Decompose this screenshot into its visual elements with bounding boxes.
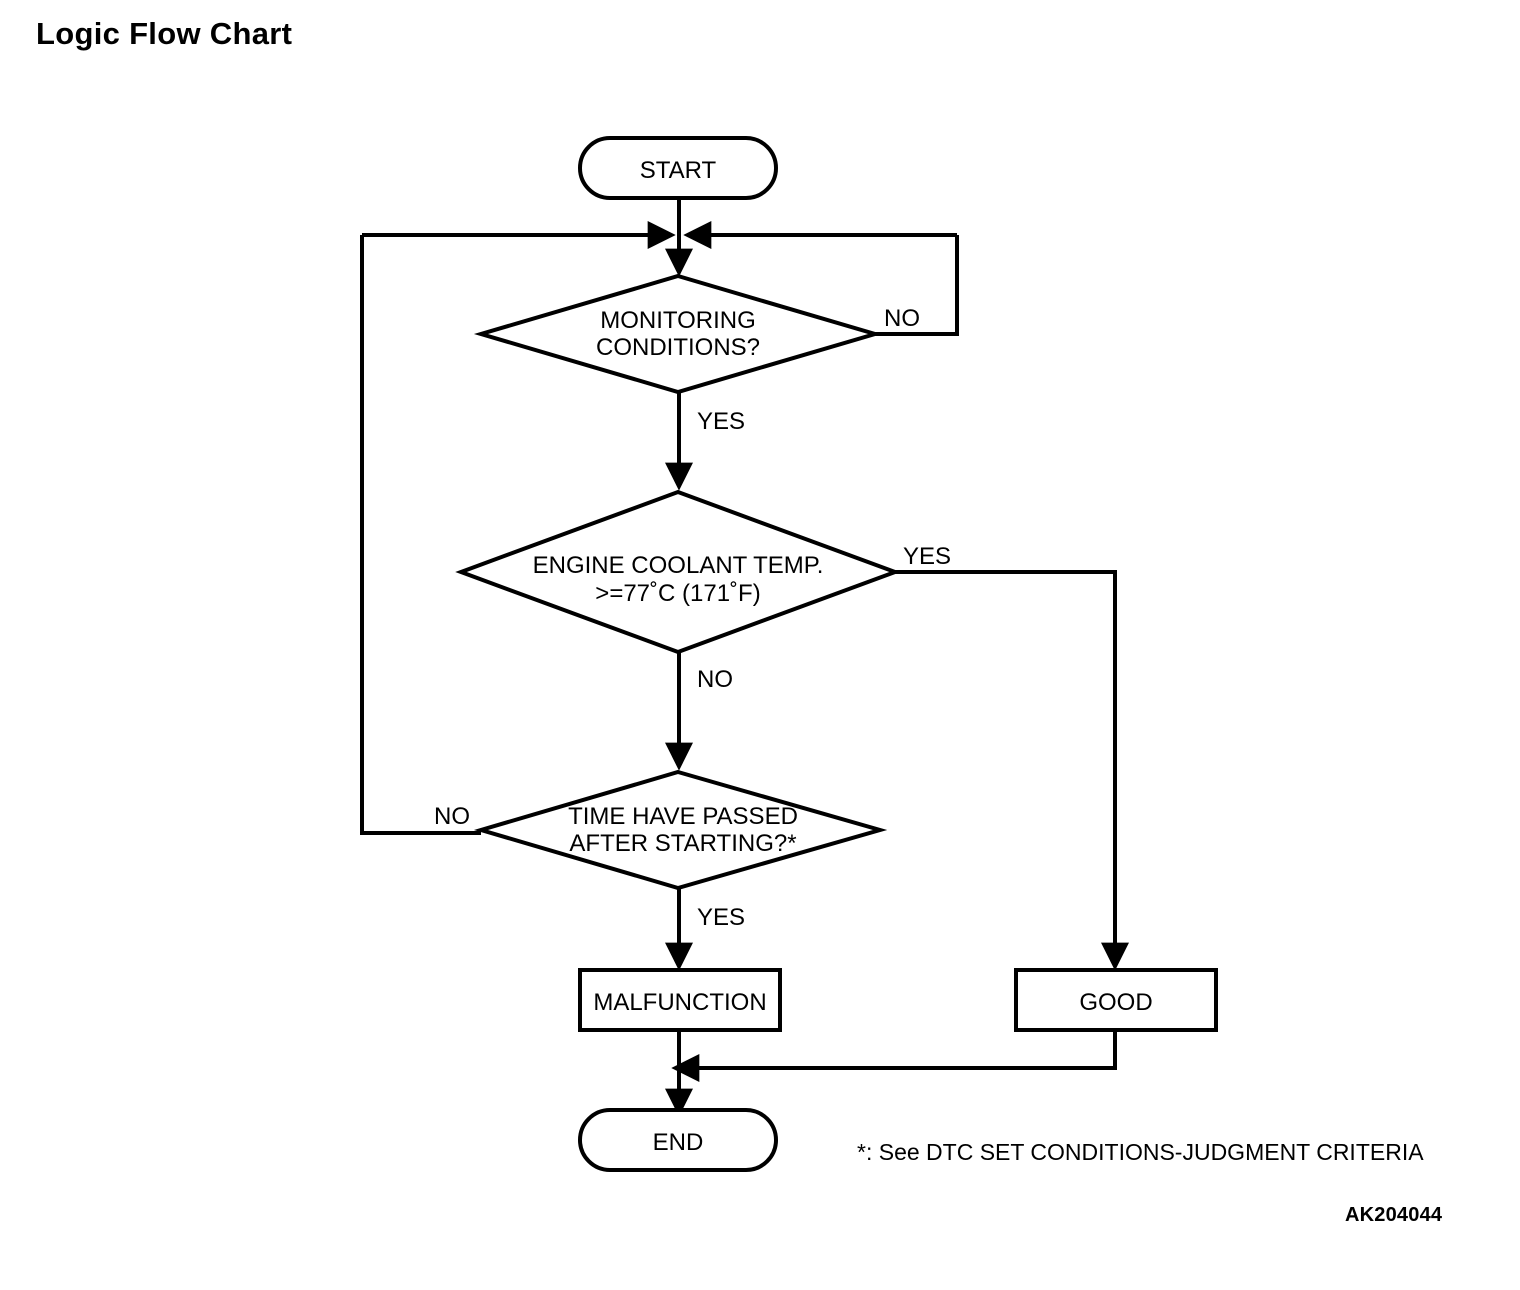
node-start: START [578, 136, 778, 200]
node-engine-coolant-temp: ENGINE COOLANT TEMP. >=77˚C (171˚F) [455, 489, 901, 655]
edge-label-time-yes: YES [697, 904, 745, 931]
edge-label-time-no: NO [434, 803, 470, 830]
end-label: END [653, 1129, 704, 1156]
time-label-line2: AFTER STARTING?* [569, 830, 796, 857]
malfunction-process-shape [578, 968, 782, 1032]
footnote-text: *: See DTC SET CONDITIONS-JUDGMENT CRITE… [857, 1139, 1424, 1165]
edge-label-monitoring-yes: YES [697, 408, 745, 435]
edge-label-monitoring-no: NO [884, 305, 920, 332]
edge-monitoring-no [875, 235, 959, 336]
good-process-shape [1014, 968, 1218, 1032]
node-good: GOOD [1014, 968, 1218, 1032]
coolant-label-line1: ENGINE COOLANT TEMP. [533, 552, 824, 579]
monitoring-label-line2: CONDITIONS? [596, 334, 760, 361]
edge-time-no [360, 235, 481, 835]
end-terminator-shape [578, 1108, 778, 1172]
start-label: START [640, 157, 717, 184]
node-time-have-passed: TIME HAVE PASSED AFTER STARTING?* [473, 769, 888, 891]
malfunction-label: MALFUNCTION [593, 989, 766, 1016]
node-monitoring-conditions: MONITORING CONDITIONS? [473, 273, 883, 395]
edge-label-coolant-no: NO [697, 666, 733, 693]
good-label: GOOD [1079, 989, 1152, 1016]
time-label-line1: TIME HAVE PASSED [568, 803, 798, 830]
image-code-label: AK204044 [1345, 1204, 1443, 1226]
node-malfunction: MALFUNCTION [578, 968, 782, 1032]
page-title: Logic Flow Chart [36, 16, 293, 51]
edge-coolant-yes [895, 570, 1129, 971]
edge-label-coolant-yes: YES [903, 543, 951, 570]
coolant-label-line2: >=77˚C (171˚F) [595, 580, 760, 607]
monitoring-label-line1: MONITORING [600, 307, 756, 334]
node-end: END [578, 1108, 778, 1172]
edge-good-to-end-merge [688, 1030, 1117, 1070]
